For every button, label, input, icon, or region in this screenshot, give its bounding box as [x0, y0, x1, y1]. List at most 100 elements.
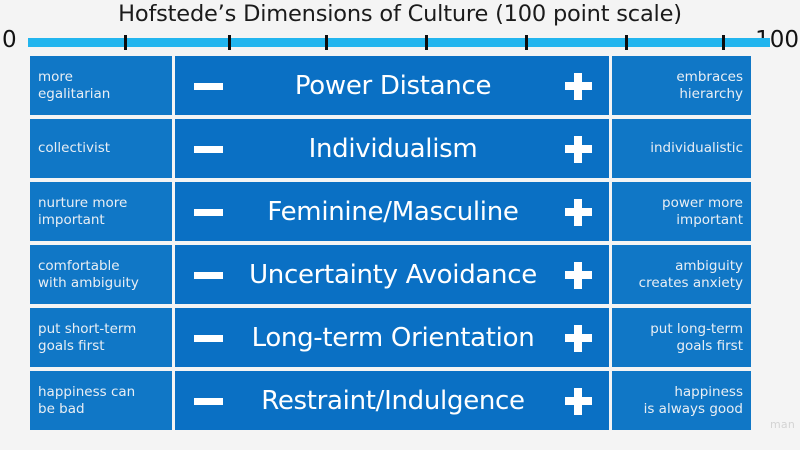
dimension-row-3[interactable]: nurture more important Feminine/Masculin…: [0, 182, 800, 241]
row-right-label-line1: happiness: [674, 383, 743, 400]
minus-icon: [185, 371, 231, 430]
watermark-text: man: [769, 418, 795, 431]
row-left-label-line1: happiness can: [38, 383, 136, 400]
dimension-title: Uncertainty Avoidance: [249, 259, 537, 290]
row-left-label-line2: egalitarian: [38, 85, 111, 102]
plus-glyph-vertical: [574, 261, 582, 289]
minus-glyph: [194, 334, 223, 342]
plus-glyph-vertical: [574, 387, 582, 415]
row-left-label: nurture more important: [30, 182, 172, 241]
plus-glyph-vertical: [574, 324, 582, 352]
minus-icon: [185, 245, 231, 304]
minus-glyph: [194, 82, 223, 90]
row-divider-left: [172, 245, 174, 304]
minus-icon: [185, 182, 231, 241]
dimension-title: Power Distance: [294, 70, 492, 101]
dimension-title: Long-term Orientation: [251, 322, 535, 353]
minus-glyph: [194, 145, 223, 153]
row-right-label-line2: important: [676, 211, 743, 228]
row-right-label-line1: power more: [662, 194, 743, 211]
row-divider-right: [609, 371, 611, 430]
row-divider-right: [609, 308, 611, 367]
row-right-label: put long-term goals first: [612, 308, 751, 367]
minus-icon: [185, 119, 231, 178]
row-left-label-line1: comfortable: [38, 257, 120, 274]
dimension-title: Feminine/Masculine: [267, 196, 519, 227]
dimension-row-4[interactable]: comfortable with ambiguity Uncertainty A…: [0, 245, 800, 304]
dimension-rows: more egalitarian Power Distance embraces…: [0, 56, 800, 430]
row-right-label: happiness is always good: [612, 371, 751, 430]
dimension-row-5[interactable]: put short-term goals first Long-term Ori…: [0, 308, 800, 367]
dimension-title: Individualism: [308, 133, 478, 164]
row-left-label: happiness can be bad: [30, 371, 172, 430]
plus-icon: [555, 119, 601, 178]
scale-tick-6: [625, 35, 629, 50]
row-right-label-line1: put long-term: [650, 320, 743, 337]
plus-icon: [555, 245, 601, 304]
row-divider-right: [609, 182, 611, 241]
scale-tick-7: [721, 35, 725, 50]
minus-glyph: [194, 271, 223, 279]
plus-icon: [555, 56, 601, 115]
row-right-label: embraces hierarchy: [612, 56, 751, 115]
scale-min-label: 0: [2, 27, 17, 53]
scale-tick-4: [424, 35, 428, 50]
row-center-bar[interactable]: Individualism: [175, 119, 609, 178]
scale-tick-2: [228, 35, 232, 50]
minus-glyph: [194, 397, 223, 405]
row-divider-right: [609, 119, 611, 178]
dimension-row-1[interactable]: more egalitarian Power Distance embraces…: [0, 56, 800, 115]
row-divider-right: [609, 245, 611, 304]
dimension-row-6[interactable]: happiness can be bad Restraint/Indulgenc…: [0, 371, 800, 430]
dimension-title: Restraint/Indulgence: [261, 385, 525, 416]
row-right-label: ambiguity creates anxiety: [612, 245, 751, 304]
row-divider-right: [609, 56, 611, 115]
row-right-label-line1: embraces: [676, 68, 743, 85]
dimension-row-2[interactable]: collectivist Individualism individualist…: [0, 119, 800, 178]
row-left-label-line1: collectivist: [38, 140, 111, 156]
row-divider-left: [172, 182, 174, 241]
row-center-bar[interactable]: Power Distance: [175, 56, 609, 115]
row-left-label-line2: be bad: [38, 400, 85, 417]
plus-icon: [555, 371, 601, 430]
row-left-label-line1: put short-term: [38, 320, 137, 337]
row-left-label-line2: goals first: [38, 337, 105, 354]
minus-glyph: [194, 208, 223, 216]
row-right-label: power more important: [612, 182, 751, 241]
row-divider-left: [172, 119, 174, 178]
plus-icon: [555, 182, 601, 241]
row-right-label-line2: creates anxiety: [638, 274, 743, 291]
scale-tick-1: [124, 35, 128, 50]
row-left-label-line1: more: [38, 68, 73, 85]
row-divider-left: [172, 371, 174, 430]
row-right-label-line2: goals first: [676, 337, 743, 354]
row-right-label-line1: individualistic: [650, 140, 743, 156]
minus-icon: [185, 308, 231, 367]
scale-bar: [28, 35, 770, 50]
row-center-bar[interactable]: Long-term Orientation: [175, 308, 609, 367]
row-center-bar[interactable]: Restraint/Indulgence: [175, 371, 609, 430]
scale-tick-3: [324, 35, 328, 50]
row-left-label: comfortable with ambiguity: [30, 245, 172, 304]
plus-glyph-vertical: [574, 135, 582, 163]
minus-icon: [185, 56, 231, 115]
row-divider-left: [172, 308, 174, 367]
page-title: Hofstede’s Dimensions of Culture (100 po…: [118, 1, 682, 27]
plus-glyph-vertical: [574, 198, 582, 226]
row-right-label-line2: is always good: [643, 400, 743, 417]
plus-icon: [555, 308, 601, 367]
scale-axis: 0 100: [0, 27, 800, 55]
row-left-label-line1: nurture more: [38, 194, 128, 211]
scale-tick-5: [525, 35, 529, 50]
row-left-label-line2: with ambiguity: [38, 274, 139, 291]
plus-glyph-vertical: [574, 72, 582, 100]
row-left-label: more egalitarian: [30, 56, 172, 115]
row-divider-left: [172, 56, 174, 115]
row-center-bar[interactable]: Uncertainty Avoidance: [175, 245, 609, 304]
row-left-label: put short-term goals first: [30, 308, 172, 367]
row-right-label-line1: ambiguity: [675, 257, 743, 274]
row-left-label: collectivist: [30, 119, 172, 178]
row-center-bar[interactable]: Feminine/Masculine: [175, 182, 609, 241]
row-left-label-line2: important: [38, 211, 105, 228]
